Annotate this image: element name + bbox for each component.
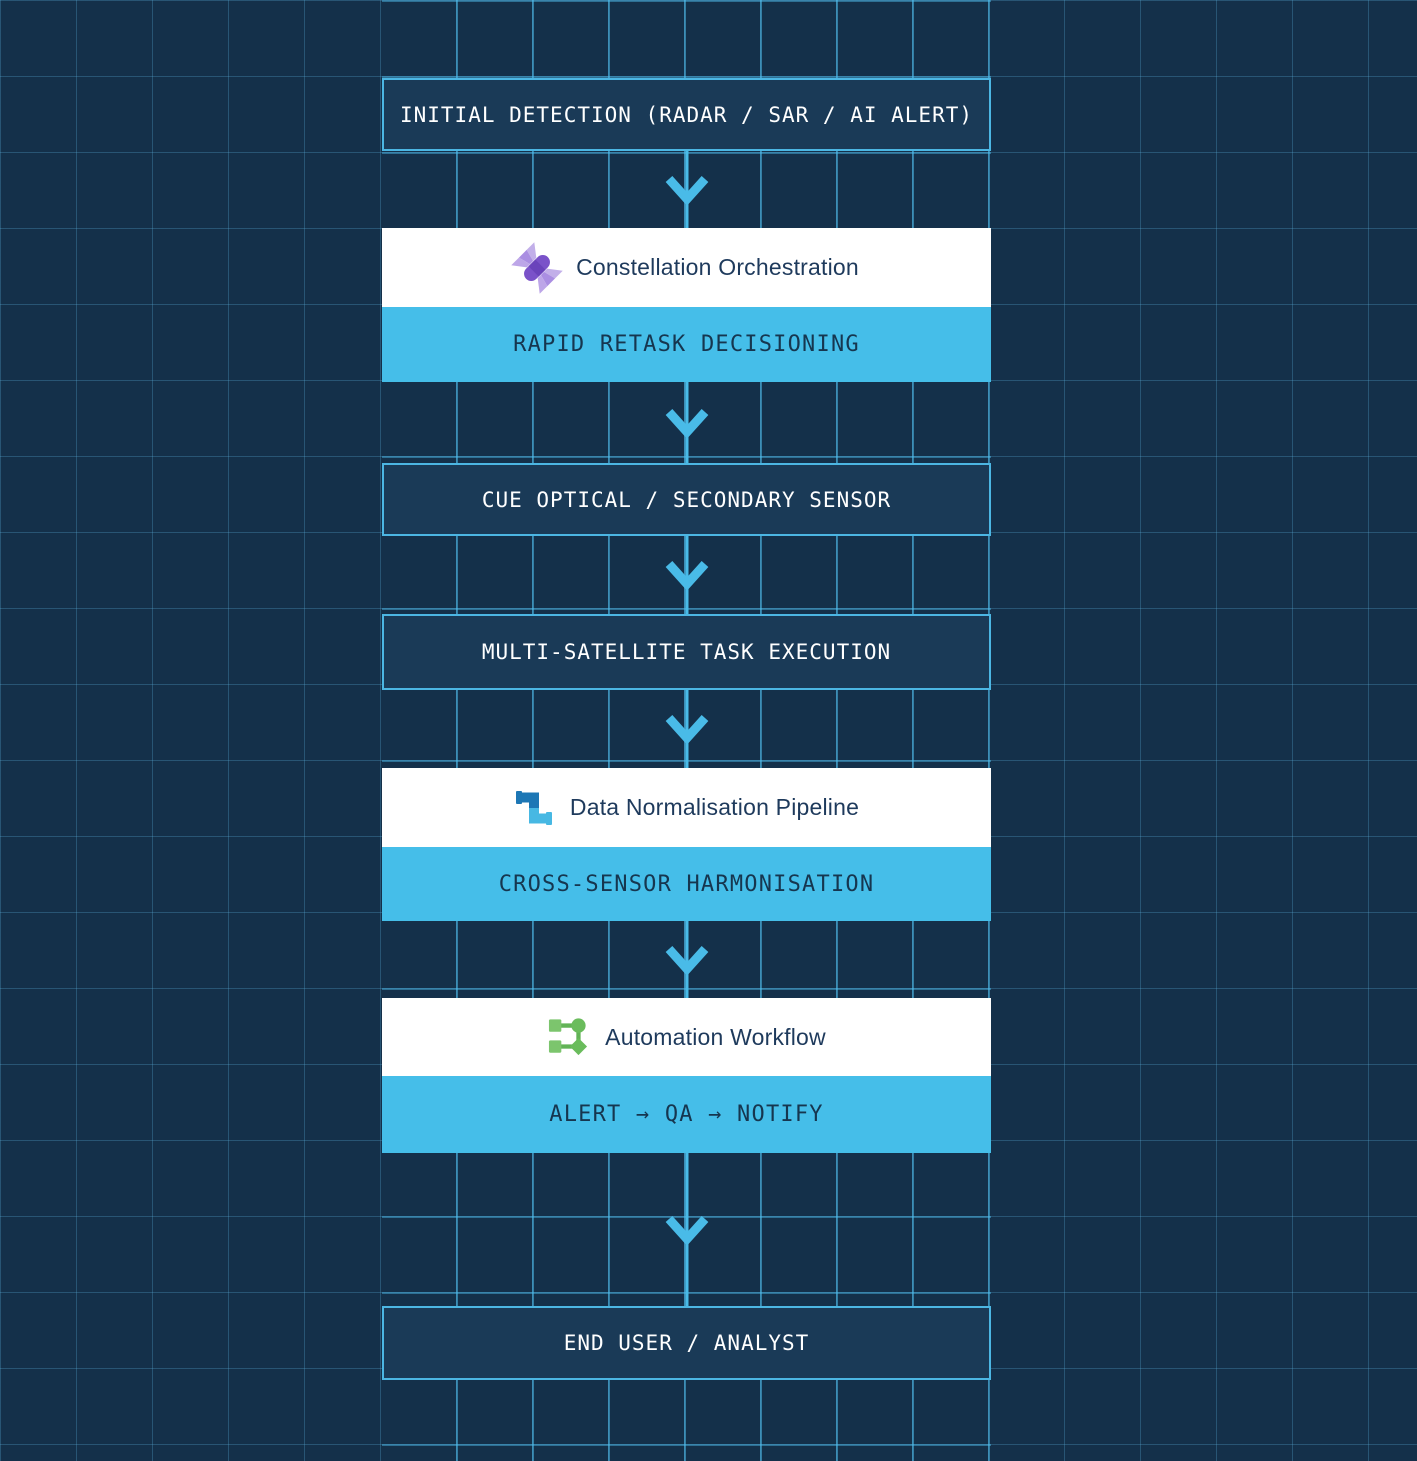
- connector-line: [685, 382, 688, 463]
- flow-node-automation-workflow: Automation Workflow ALERT → QA → NOTIFY: [382, 998, 991, 1153]
- flow-node-cue-optical: CUE OPTICAL / SECONDARY SENSOR: [382, 463, 991, 536]
- connector-line: [685, 536, 688, 614]
- satellite-icon: [511, 241, 563, 294]
- arrow-down-icon: [665, 945, 708, 974]
- arrow-down-icon: [665, 715, 708, 743]
- group-title: Data Normalisation Pipeline: [569, 794, 860, 820]
- flow-connector: [382, 536, 991, 614]
- node-label: END USER / ANALYST: [563, 1331, 810, 1355]
- workflow-icon: [547, 1017, 589, 1057]
- group-subtitle: CROSS-SENSOR HARMONISATION: [498, 871, 875, 897]
- connector-line: [685, 1153, 688, 1306]
- arrow-down-icon: [665, 408, 708, 437]
- group-header: Constellation Orchestration: [382, 228, 991, 307]
- flow-connector: [382, 382, 991, 463]
- connector-line: [685, 921, 688, 998]
- connector-line: [685, 690, 688, 768]
- group-header: Automation Workflow: [382, 998, 991, 1076]
- node-label: INITIAL DETECTION (RADAR / SAR / AI ALER…: [399, 102, 973, 127]
- group-subtitle: RAPID RETASK DECISIONING: [513, 332, 860, 357]
- flow-node-end-user: END USER / ANALYST: [382, 1306, 991, 1380]
- pipeline-icon: [514, 788, 554, 828]
- flow-connector: [382, 1153, 991, 1306]
- group-title: Automation Workflow: [605, 1023, 826, 1050]
- flow-connector: [382, 690, 991, 768]
- flow-node-constellation-orchestration: Constellation Orchestration RAPID RETASK…: [382, 228, 991, 382]
- group-subtitle-band: CROSS-SENSOR HARMONISATION: [382, 847, 991, 921]
- group-header: Data Normalisation Pipeline: [382, 768, 991, 847]
- group-subtitle: ALERT → QA → NOTIFY: [549, 1102, 824, 1127]
- arrow-down-icon: [665, 175, 708, 204]
- flow-connector: [382, 921, 991, 998]
- flow-node-multi-satellite-task: MULTI-SATELLITE TASK EXECUTION: [382, 614, 991, 690]
- arrow-down-icon: [665, 561, 708, 589]
- flow-connector: [382, 151, 991, 228]
- group-title: Constellation Orchestration: [576, 254, 859, 280]
- group-subtitle-band: RAPID RETASK DECISIONING: [382, 307, 991, 382]
- node-label: CUE OPTICAL / SECONDARY SENSOR: [481, 487, 892, 512]
- arrow-down-icon: [665, 1215, 708, 1244]
- node-label: MULTI-SATELLITE TASK EXECUTION: [481, 640, 892, 664]
- flow-diagram: INITIAL DETECTION (RADAR / SAR / AI ALER…: [382, 78, 991, 1380]
- flow-node-data-normalisation: Data Normalisation Pipeline CROSS-SENSOR…: [382, 768, 991, 921]
- connector-line: [685, 151, 688, 228]
- group-subtitle-band: ALERT → QA → NOTIFY: [382, 1076, 991, 1153]
- flow-node-initial-detection: INITIAL DETECTION (RADAR / SAR / AI ALER…: [382, 78, 991, 151]
